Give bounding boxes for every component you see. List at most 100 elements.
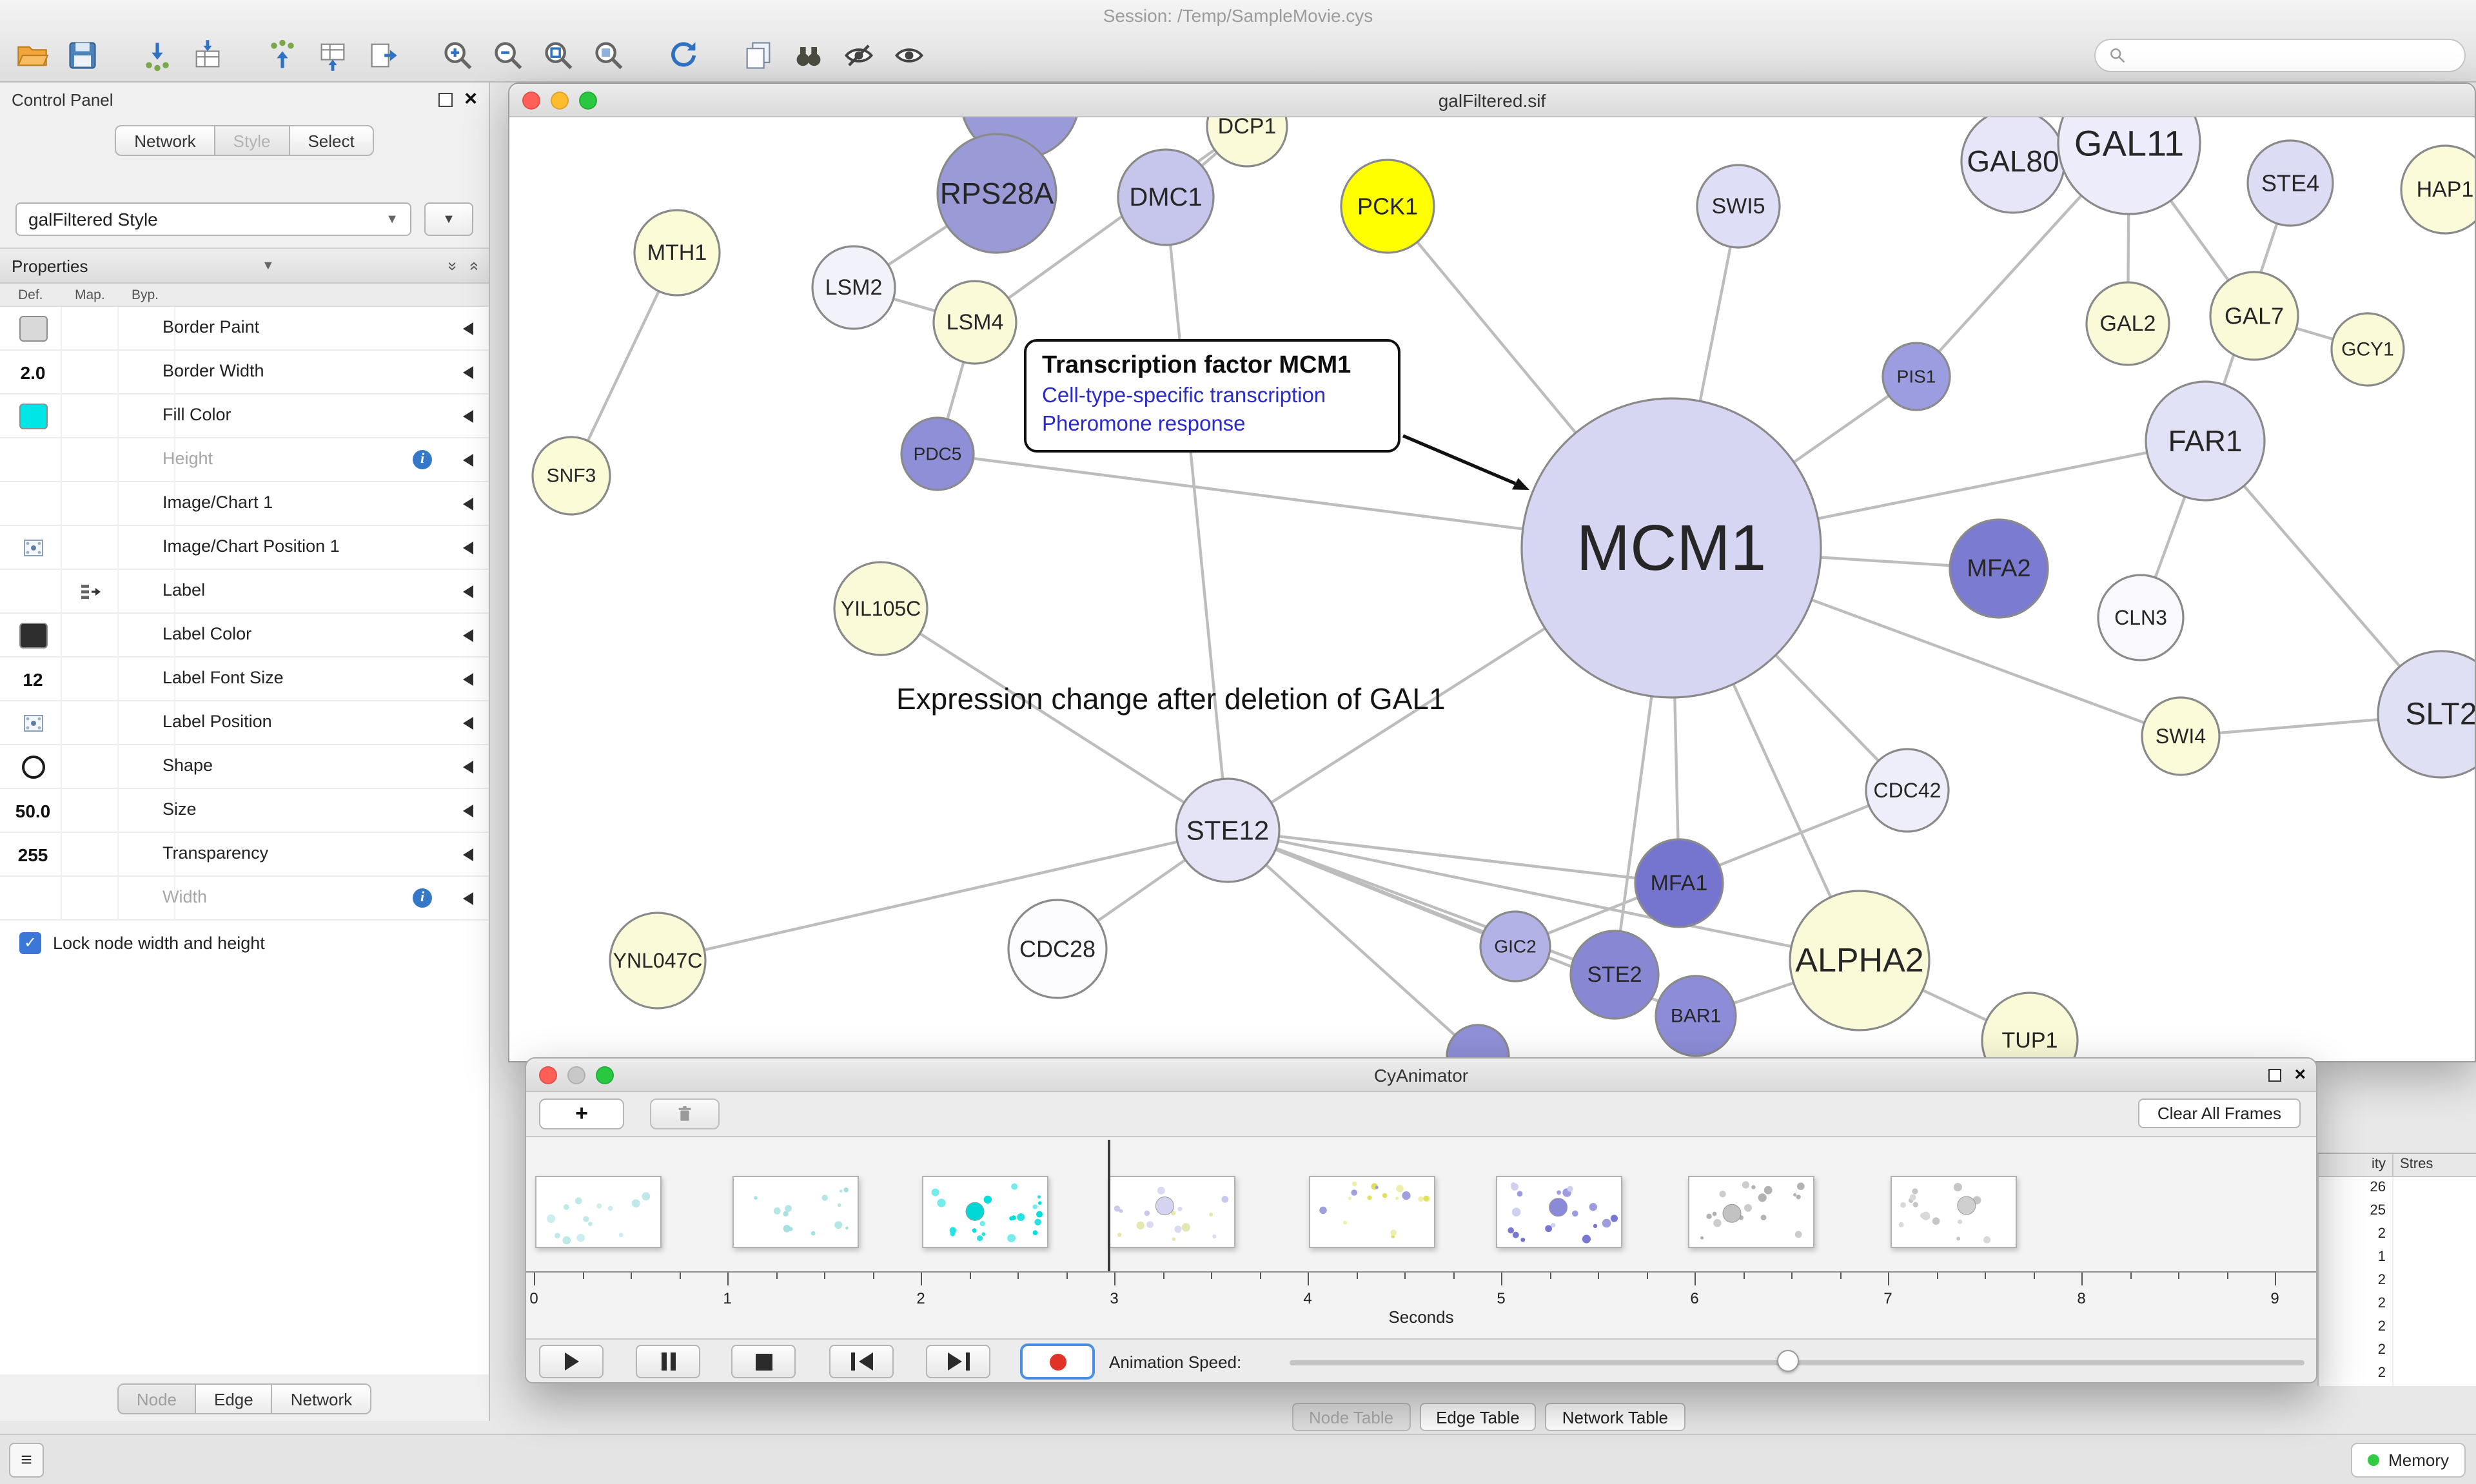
default-value-cell[interactable] [5, 614, 62, 658]
bypass-cell[interactable] [119, 658, 175, 701]
minimize-window-button[interactable] [551, 92, 569, 110]
color-swatch[interactable] [19, 316, 47, 342]
stop-button[interactable] [731, 1345, 796, 1378]
property-row[interactable]: Border Paint [0, 307, 489, 351]
annotation-box[interactable]: Transcription factor MCM1 Cell-type-spec… [1024, 339, 1400, 453]
delete-frame-button[interactable] [650, 1098, 720, 1129]
annotation-link[interactable]: Cell-type-specific transcription [1042, 384, 1326, 407]
frame-thumbnail[interactable] [922, 1176, 1048, 1248]
frame-thumbnail[interactable] [1496, 1176, 1622, 1248]
property-row[interactable]: Fill Color [0, 395, 489, 438]
network-node[interactable]: SWI4 [2141, 696, 2221, 776]
table-row[interactable]: 2 [2319, 1363, 2476, 1386]
default-value-cell[interactable] [5, 395, 62, 438]
network-node[interactable] [1446, 1024, 1510, 1061]
expand-arrow-icon[interactable] [463, 454, 473, 467]
network-node[interactable]: TUP1 [1981, 991, 2079, 1061]
default-value-cell[interactable]: 255 [5, 833, 62, 877]
network-node[interactable]: LSM2 [811, 245, 896, 330]
network-graph[interactable]: RPS28BRPS28ADMC1DCP1PCK1SWI5GAL80GAL11ST… [509, 117, 2475, 1061]
network-node[interactable]: SLT2 [2377, 650, 2475, 779]
default-value-cell[interactable]: 50.0 [5, 789, 62, 833]
bypass-cell[interactable] [119, 307, 175, 351]
bypass-cell[interactable] [119, 833, 175, 877]
table-row[interactable]: 2 [2319, 1293, 2476, 1316]
panel-menu-button[interactable]: ≡ [9, 1443, 44, 1478]
annotation-link[interactable]: Pheromone response [1042, 413, 1246, 436]
network-node[interactable]: ALPHA2 [1789, 890, 1931, 1031]
bypass-cell[interactable] [119, 745, 175, 789]
bypass-cell[interactable] [119, 482, 175, 526]
pause-button[interactable] [636, 1345, 700, 1378]
import-network-button[interactable] [135, 35, 179, 76]
network-canvas[interactable]: RPS28BRPS28ADMC1DCP1PCK1SWI5GAL80GAL11ST… [509, 117, 2475, 1061]
network-node[interactable]: FAR1 [2145, 380, 2266, 502]
network-node[interactable]: STE12 [1175, 777, 1281, 883]
mapping-cell[interactable] [62, 307, 119, 351]
bypass-cell[interactable] [119, 570, 175, 614]
expand-all-icon[interactable]: » [462, 260, 482, 271]
table-column-header[interactable]: Stres [2400, 1157, 2433, 1172]
expand-arrow-icon[interactable] [463, 848, 473, 861]
color-swatch[interactable] [19, 404, 47, 429]
color-swatch[interactable] [19, 623, 47, 649]
mapping-cell[interactable] [62, 614, 119, 658]
collapse-all-icon[interactable]: » [443, 260, 463, 271]
zoom-fit-button[interactable] [536, 35, 580, 76]
network-node[interactable]: DMC1 [1117, 148, 1215, 246]
tab-network-table[interactable]: Network Table [1545, 1403, 1685, 1431]
apply-layout-button[interactable] [662, 35, 705, 76]
skip-start-button[interactable] [829, 1345, 894, 1378]
bypass-cell[interactable] [119, 395, 175, 438]
mapping-cell[interactable] [62, 833, 119, 877]
default-value-cell[interactable] [5, 307, 62, 351]
export-network-button[interactable] [260, 35, 304, 76]
expand-arrow-icon[interactable] [463, 629, 473, 642]
birdseye-button[interactable] [787, 35, 830, 76]
bypass-cell[interactable] [119, 789, 175, 833]
tab-style[interactable]: Style [215, 125, 290, 156]
mapping-cell[interactable] [62, 526, 119, 570]
zoom-window-button[interactable] [596, 1066, 614, 1084]
network-node[interactable]: CDC42 [1865, 748, 1950, 833]
network-edge[interactable] [1164, 197, 1230, 831]
network-node[interactable]: SNF3 [531, 436, 611, 516]
bypass-cell[interactable] [119, 701, 175, 745]
default-value-cell[interactable]: 2.0 [5, 351, 62, 395]
cyanimator-titlebar[interactable]: CyAnimator × [526, 1059, 2316, 1092]
memory-button[interactable]: Memory [2351, 1443, 2466, 1478]
bypass-cell[interactable] [119, 614, 175, 658]
zoom-window-button[interactable] [579, 92, 597, 110]
expand-arrow-icon[interactable] [463, 717, 473, 730]
default-value-cell[interactable] [5, 701, 62, 745]
snapshot-button[interactable] [736, 35, 780, 76]
bypass-cell[interactable] [119, 438, 175, 482]
network-node[interactable]: CDC28 [1007, 899, 1108, 999]
bypass-cell[interactable] [119, 877, 175, 921]
frame-thumbnail[interactable] [535, 1176, 662, 1248]
lock-size-checkbox[interactable]: ✓ [19, 932, 41, 954]
property-row[interactable]: Image/Chart Position 1 [0, 526, 489, 570]
table-row[interactable]: 1 [2319, 1247, 2476, 1270]
frame-thumbnail[interactable] [1891, 1176, 2017, 1248]
mapping-cell[interactable] [62, 570, 119, 614]
search-input[interactable] [2136, 46, 2451, 65]
network-node[interactable]: STE2 [1569, 930, 1660, 1020]
mapping-cell[interactable] [62, 658, 119, 701]
playhead[interactable] [1108, 1140, 1110, 1271]
expand-arrow-icon[interactable] [463, 410, 473, 423]
property-row[interactable]: Image/Chart 1 [0, 482, 489, 526]
network-edge[interactable] [879, 607, 1229, 832]
save-session-button[interactable] [61, 35, 104, 76]
frame-thumbnail[interactable] [1688, 1176, 1814, 1248]
open-session-button[interactable] [10, 35, 54, 76]
network-node[interactable]: HAP1 [2400, 144, 2475, 235]
frame-thumbnail[interactable] [1309, 1176, 1435, 1248]
default-value-cell[interactable] [5, 745, 62, 789]
network-node[interactable]: GCY1 [2330, 312, 2405, 387]
float-window-icon[interactable] [438, 93, 453, 107]
network-edge[interactable] [1226, 829, 1479, 1057]
network-edge[interactable] [974, 125, 1248, 324]
